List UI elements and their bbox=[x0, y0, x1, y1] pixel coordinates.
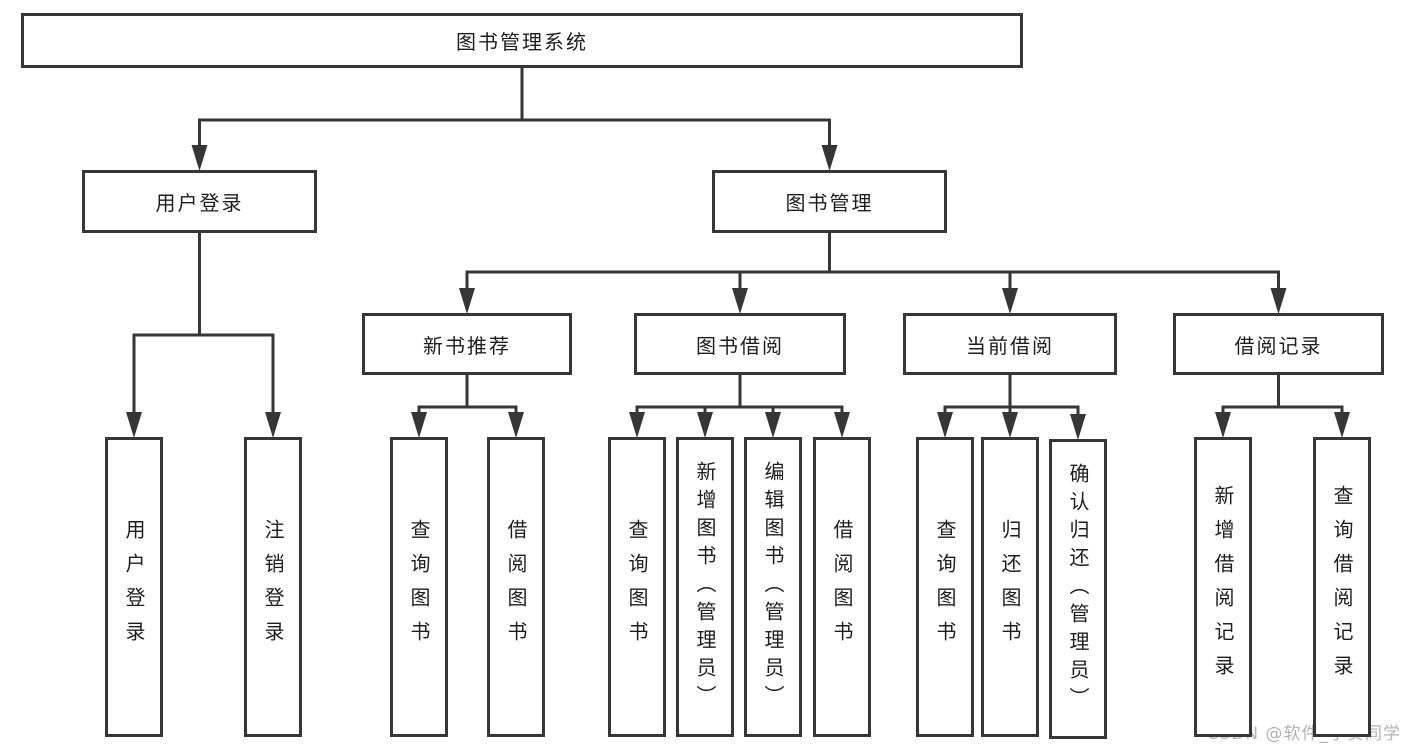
arrowhead bbox=[732, 288, 748, 314]
logout-leaf-label: 注销登录 bbox=[261, 519, 285, 655]
br-add-box: 新增借阅记录 bbox=[1194, 437, 1252, 737]
bb-borrow-label: 借阅图书 bbox=[830, 519, 854, 655]
br-add-label: 新增借阅记录 bbox=[1211, 485, 1235, 689]
book-borrow-label: 图书借阅 bbox=[696, 333, 784, 358]
br-query-label: 查询借阅记录 bbox=[1330, 485, 1354, 689]
user-login-box: 用户登录 bbox=[82, 170, 317, 233]
borrow-records-label: 借阅记录 bbox=[1234, 333, 1323, 358]
cb-return-label: 归还图书 bbox=[998, 519, 1022, 655]
arrowhead bbox=[1002, 412, 1018, 438]
bb-edit-label: 编辑图书（管理员） bbox=[761, 461, 785, 713]
arrowhead bbox=[508, 412, 524, 438]
new-book-rec-label: 新书推荐 bbox=[423, 333, 511, 358]
root-box: 图书管理系统 bbox=[21, 13, 1023, 68]
login-leaf-box: 用户登录 bbox=[105, 437, 163, 737]
bb-query-label: 查询图书 bbox=[625, 519, 649, 655]
cb-confirm-box: 确认归还（管理员） bbox=[1049, 439, 1107, 739]
arrowhead bbox=[126, 412, 142, 438]
book-borrow-box: 图书借阅 bbox=[634, 313, 846, 375]
arrowhead bbox=[411, 412, 427, 438]
bb-add-label: 新增图书（管理员） bbox=[693, 461, 717, 713]
current-borrow-box: 当前借阅 bbox=[903, 313, 1117, 375]
arrowhead bbox=[265, 412, 281, 438]
current-borrow-label: 当前借阅 bbox=[966, 333, 1054, 358]
cb-query-label: 查询图书 bbox=[933, 519, 957, 655]
arrowhead bbox=[697, 412, 713, 438]
arrowhead bbox=[834, 412, 850, 438]
user-login-label: 用户登录 bbox=[155, 191, 244, 215]
cb-return-box: 归还图书 bbox=[981, 437, 1039, 737]
root-label: 图书管理系统 bbox=[456, 30, 588, 54]
cb-query-box: 查询图书 bbox=[916, 437, 974, 737]
arrowhead bbox=[1215, 412, 1231, 438]
rec-query-label: 查询图书 bbox=[407, 519, 431, 655]
login-leaf-label: 用户登录 bbox=[122, 519, 146, 655]
arrowhead bbox=[1334, 412, 1350, 438]
arrowhead bbox=[1002, 288, 1018, 314]
book-mgmt-label: 图书管理 bbox=[785, 191, 874, 215]
bb-borrow-box: 借阅图书 bbox=[813, 437, 871, 737]
bb-query-box: 查询图书 bbox=[608, 437, 666, 737]
bb-edit-box: 编辑图书（管理员） bbox=[744, 437, 802, 737]
arrowhead bbox=[765, 412, 781, 438]
new-book-rec-box: 新书推荐 bbox=[362, 313, 572, 375]
arrowhead bbox=[629, 412, 645, 438]
cb-confirm-label: 确认归还（管理员） bbox=[1066, 463, 1090, 715]
book-mgmt-box: 图书管理 bbox=[712, 170, 947, 233]
br-query-box: 查询借阅记录 bbox=[1313, 437, 1371, 737]
arrowhead bbox=[1070, 414, 1086, 440]
arrowhead bbox=[821, 145, 838, 171]
arrowhead bbox=[191, 145, 208, 171]
arrowhead bbox=[1270, 288, 1287, 314]
rec-borrow-box: 借阅图书 bbox=[487, 437, 545, 737]
arrowhead bbox=[459, 288, 475, 314]
arrowhead bbox=[937, 412, 953, 438]
logout-leaf-box: 注销登录 bbox=[244, 437, 302, 737]
bb-add-box: 新增图书（管理员） bbox=[676, 437, 734, 737]
rec-borrow-label: 借阅图书 bbox=[504, 519, 528, 655]
borrow-records-box: 借阅记录 bbox=[1173, 313, 1384, 375]
rec-query-box: 查询图书 bbox=[390, 437, 448, 737]
